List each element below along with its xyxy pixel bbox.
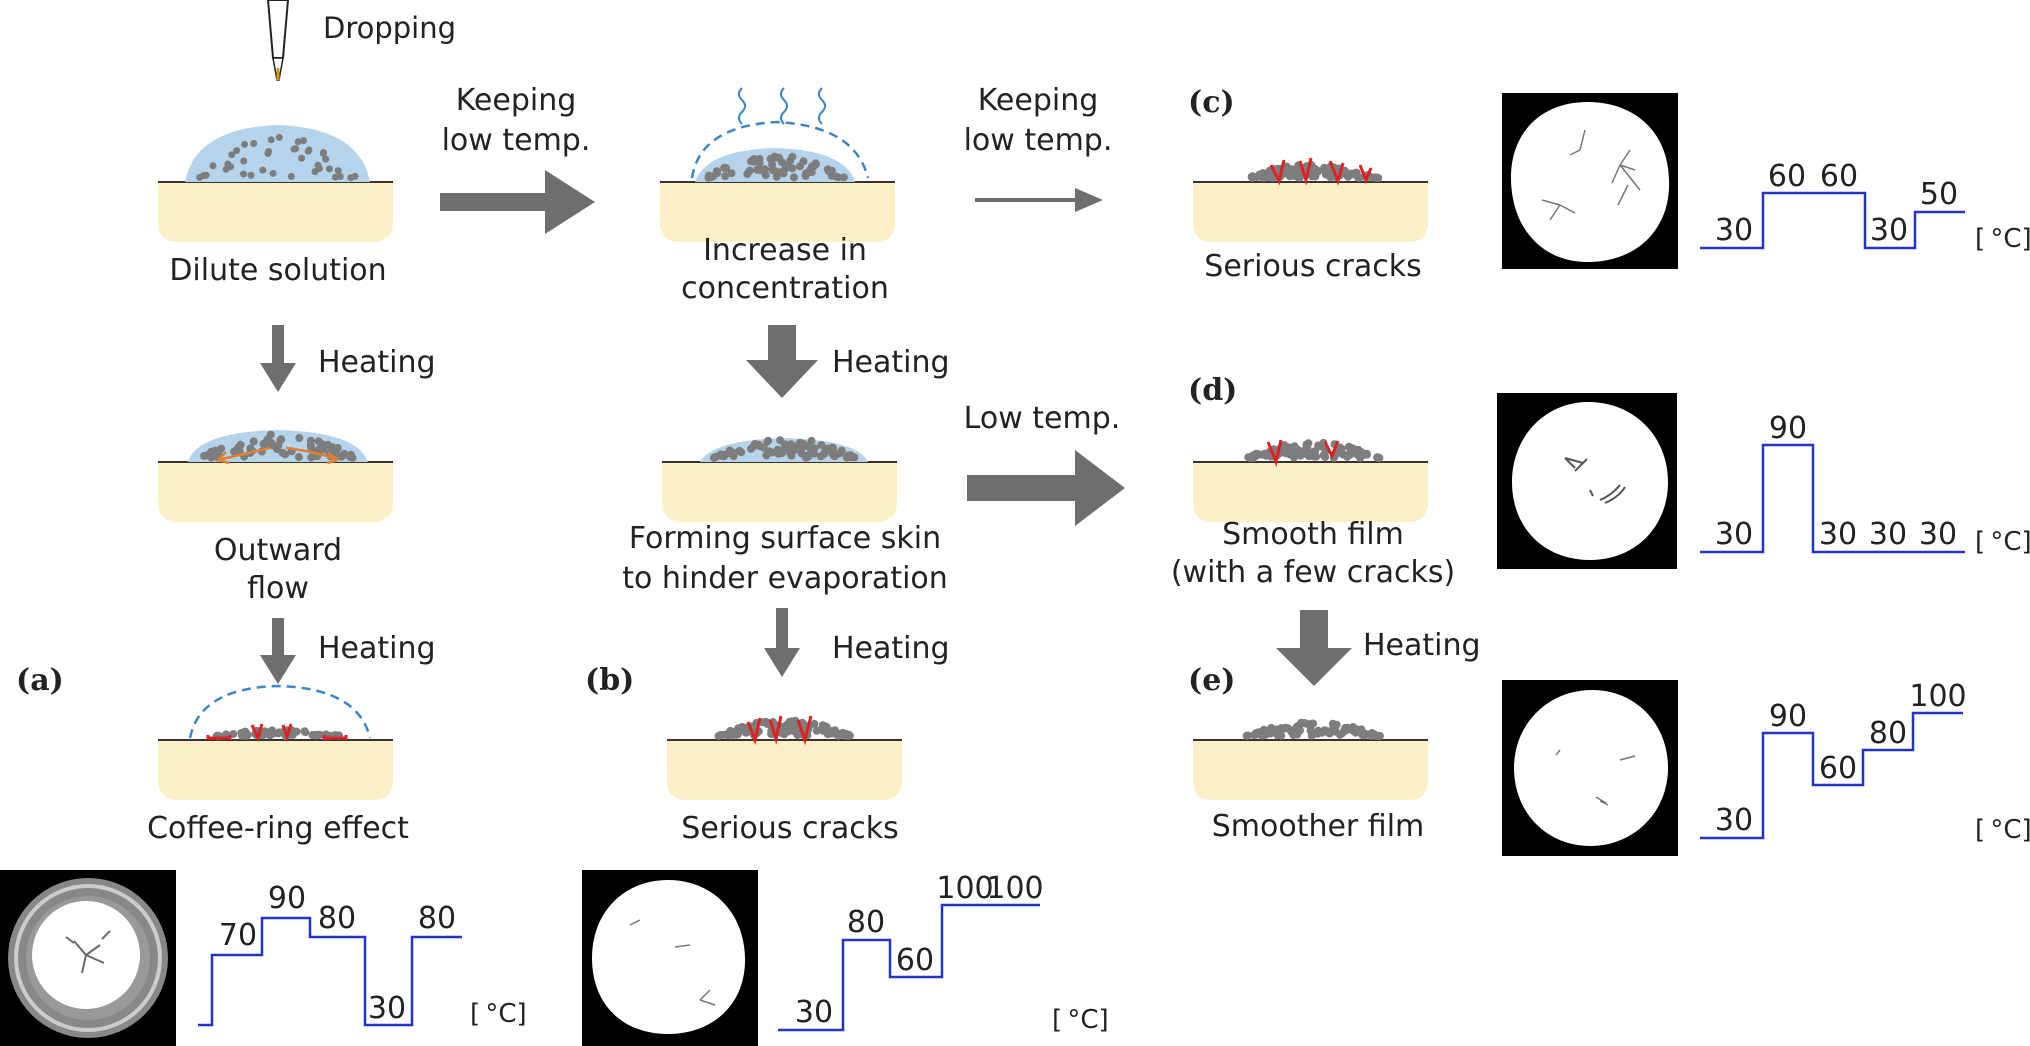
profile-d-value-3: 30 <box>1819 517 1857 552</box>
profile-b-value-1: 30 <box>795 995 833 1030</box>
micrograph-e <box>1502 680 1678 856</box>
increase-caption-2: concentration <box>681 271 889 306</box>
micrograph-c <box>1502 93 1678 269</box>
heating-arrow-4 <box>764 608 800 677</box>
low-temp-arrow <box>967 450 1125 526</box>
keeping-label-1: Keeping <box>456 83 577 118</box>
dilute-solution-caption: Dilute solution <box>169 253 386 288</box>
profile-c-value-5: 50 <box>1920 177 1958 212</box>
low-temp-label-2: low temp. <box>964 123 1113 158</box>
profile-b-value-3: 60 <box>896 943 934 978</box>
profile-a-unit: [ °C] <box>470 999 527 1029</box>
temperature-profile-a: 70 90 80 30 80 [ °C] <box>198 881 527 1029</box>
panel-label-d: (d) <box>1188 373 1237 408</box>
heating-arrow-1 <box>260 325 296 392</box>
profile-d-value-1: 30 <box>1715 517 1753 552</box>
profile-a-value-2: 90 <box>268 881 306 916</box>
micrograph-b <box>582 870 758 1046</box>
pipette-icon <box>266 0 290 82</box>
evaporation-icon <box>738 87 826 125</box>
profile-e-value-4: 80 <box>1869 716 1907 751</box>
smoother-caption: Smoother film <box>1212 809 1425 844</box>
concentrated-drop <box>659 87 896 243</box>
profile-e-value-2: 90 <box>1769 699 1807 734</box>
keeping-low-temp-arrow-2 <box>975 188 1103 212</box>
smooth-film-d <box>1192 438 1429 523</box>
heating-arrow-5 <box>1276 610 1352 686</box>
profile-c-value-3: 60 <box>1820 159 1858 194</box>
profile-a-value-1: 70 <box>219 918 257 953</box>
low-temp-label-1: low temp. <box>442 123 591 158</box>
profile-b-value-2: 80 <box>847 905 885 940</box>
serious-cracks-caption-b: Serious cracks <box>681 811 898 846</box>
smoother-film-e <box>1192 718 1429 801</box>
panel-label-a: (a) <box>16 663 64 698</box>
profile-e-value-5: 100 <box>1909 679 1966 714</box>
micrograph-d <box>1497 393 1677 569</box>
panel-label-b: (b) <box>585 663 634 698</box>
outward-caption-2: flow <box>247 571 309 606</box>
profile-d-unit: [ °C] <box>1975 527 2030 557</box>
keeping-low-temp-arrow <box>440 170 595 234</box>
coffee-ring-caption: Coffee-ring effect <box>147 811 409 846</box>
dilute-solution-drop <box>157 125 394 243</box>
increase-caption-1: Increase in <box>703 233 867 268</box>
heating-label-3: Heating <box>832 345 950 380</box>
profile-c-value-1: 30 <box>1715 213 1753 248</box>
heating-label-2: Heating <box>318 631 436 666</box>
profile-e-unit: [ °C] <box>1975 815 2030 845</box>
outward-flow-drop <box>157 430 394 523</box>
heating-arrow-2 <box>260 618 296 684</box>
profile-b-value-5: 100 <box>986 871 1043 906</box>
skin-caption-2: to hinder evaporation <box>622 561 948 596</box>
profile-a-value-3: 80 <box>318 901 356 936</box>
profile-a-value-4: 30 <box>368 991 406 1026</box>
profile-b-unit: [ °C] <box>1052 1005 1109 1035</box>
temperature-profile-e: 30 90 60 80 100 [ °C] <box>1700 679 2030 845</box>
micrograph-a <box>0 870 176 1046</box>
profile-c-value-2: 60 <box>1768 159 1806 194</box>
skin-caption-1: Forming surface skin <box>629 521 941 556</box>
profile-d-value-2: 90 <box>1769 411 1807 446</box>
cracked-film-c <box>1192 157 1429 243</box>
outward-caption-1: Outward <box>214 533 342 568</box>
profile-e-value-1: 30 <box>1715 803 1753 838</box>
cracked-film-b <box>666 715 903 801</box>
serious-cracks-caption-c: Serious cracks <box>1204 249 1421 284</box>
temperature-profile-b: 30 80 60 100 100 [ °C] <box>778 871 1109 1035</box>
profile-a-value-5: 80 <box>418 901 456 936</box>
profile-d-value-5: 30 <box>1919 517 1957 552</box>
profile-b-value-4: 100 <box>936 871 993 906</box>
surface-skin-drop <box>661 436 898 523</box>
panel-label-c: (c) <box>1188 85 1235 120</box>
heating-label-5: Heating <box>1363 628 1481 663</box>
heating-arrow-3 <box>746 325 818 398</box>
profile-e-value-3: 60 <box>1819 751 1857 786</box>
panel-label-e: (e) <box>1188 663 1235 698</box>
keeping-label-2: Keeping <box>978 83 1099 118</box>
profile-d-value-4: 30 <box>1869 517 1907 552</box>
low-temp-label: Low temp. <box>964 401 1121 436</box>
smooth-caption-1: Smooth film <box>1222 517 1404 552</box>
heating-label-1: Heating <box>318 345 436 380</box>
smooth-caption-2: (with a few cracks) <box>1171 555 1455 590</box>
temperature-profile-c: 30 60 60 30 50 [ °C] <box>1700 159 2030 254</box>
temperature-profile-d: 30 90 30 30 30 [ °C] <box>1700 411 2030 557</box>
profile-c-value-4: 30 <box>1870 213 1908 248</box>
heating-label-4: Heating <box>832 631 950 666</box>
profile-c-unit: [ °C] <box>1975 224 2030 254</box>
dropping-label: Dropping <box>323 11 456 45</box>
coffee-ring-film <box>157 684 394 801</box>
